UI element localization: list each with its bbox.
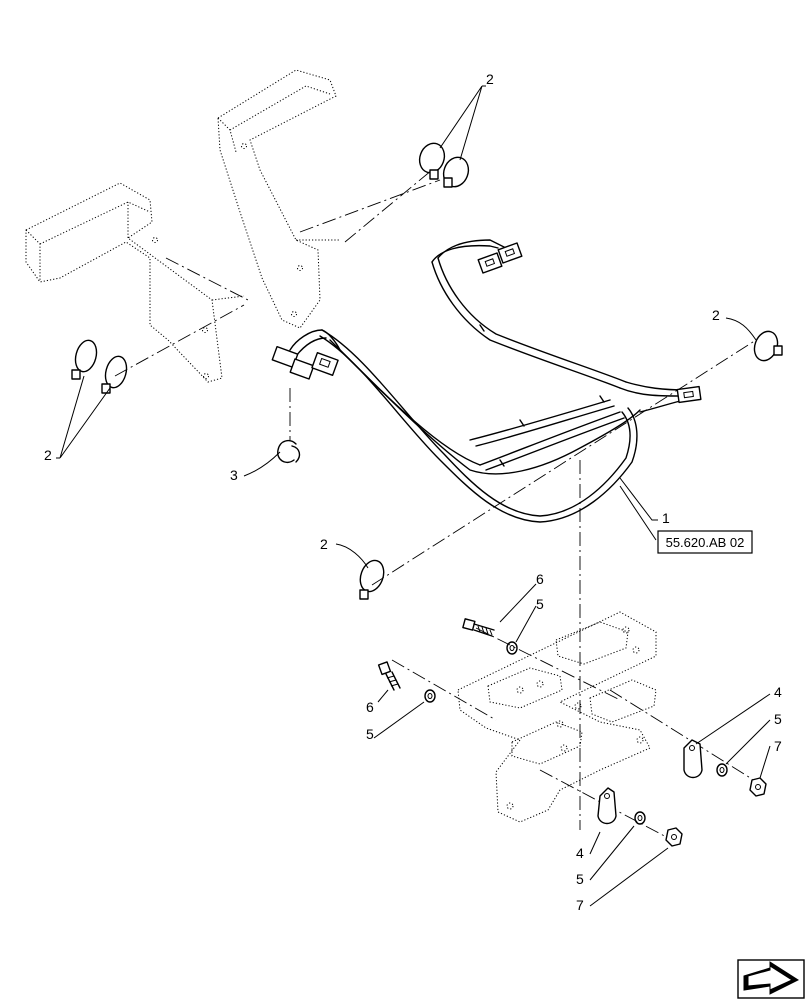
callout-cable-tie-left: 2 [44, 447, 52, 463]
callout-bolt-left: 6 [366, 699, 374, 715]
callout-p-clamp-right: 4 [774, 684, 782, 700]
phantom-bracket-left [25, 182, 245, 383]
cable-tie-top-a [418, 142, 446, 180]
next-page-arrow-icon[interactable] [737, 959, 805, 999]
callout-washer-top: 5 [536, 596, 544, 612]
wiring-harness [289, 239, 687, 523]
harness-connector-top-1 [477, 252, 503, 274]
callout-washer-right: 5 [774, 711, 782, 727]
callout-nut-bottom: 7 [576, 897, 584, 913]
nut-right [749, 777, 767, 797]
washer-right [716, 763, 728, 777]
callout-cable-tie-bottom: 2 [320, 536, 328, 552]
callout-cable-tie-right: 2 [712, 307, 720, 323]
callout-nut-right: 7 [774, 738, 782, 754]
cable-tie-bottom [359, 559, 385, 600]
callout-washer-bottom: 5 [576, 871, 584, 887]
washer-bottom [634, 811, 646, 825]
phantom-mount-plate [457, 611, 657, 823]
washer-left [424, 689, 436, 703]
bolt-left [377, 661, 401, 691]
reference-box[interactable]: 55.620.AB 02 [657, 530, 753, 554]
cable-tie-left-b [101, 355, 128, 394]
harness-connector-top-2 [497, 242, 523, 264]
nut-bottom [665, 827, 683, 847]
leader-lines [56, 85, 771, 907]
bolt-top [462, 618, 495, 637]
harness-connector-right [676, 385, 702, 404]
phantom-bracket-upper [217, 69, 340, 329]
cable-tie-left-a [71, 339, 98, 380]
callout-washer-left: 5 [366, 726, 374, 742]
callout-bolt-top: 6 [536, 571, 544, 587]
assembly-centerlines [114, 169, 761, 841]
callout-harness: 1 [662, 510, 670, 526]
callout-p-clamp-bottom: 4 [576, 845, 584, 861]
p-clamp-bottom [597, 787, 617, 825]
reference-box-label: 55.620.AB 02 [666, 535, 745, 550]
harness-connector-left-pair [271, 345, 339, 380]
callout-cable-tie-top: 2 [486, 71, 494, 87]
cable-tie-right [753, 330, 783, 362]
washer-top [506, 641, 518, 655]
p-clamp-right [683, 739, 703, 779]
callout-clip: 3 [230, 467, 238, 483]
harness-clip [277, 439, 301, 464]
